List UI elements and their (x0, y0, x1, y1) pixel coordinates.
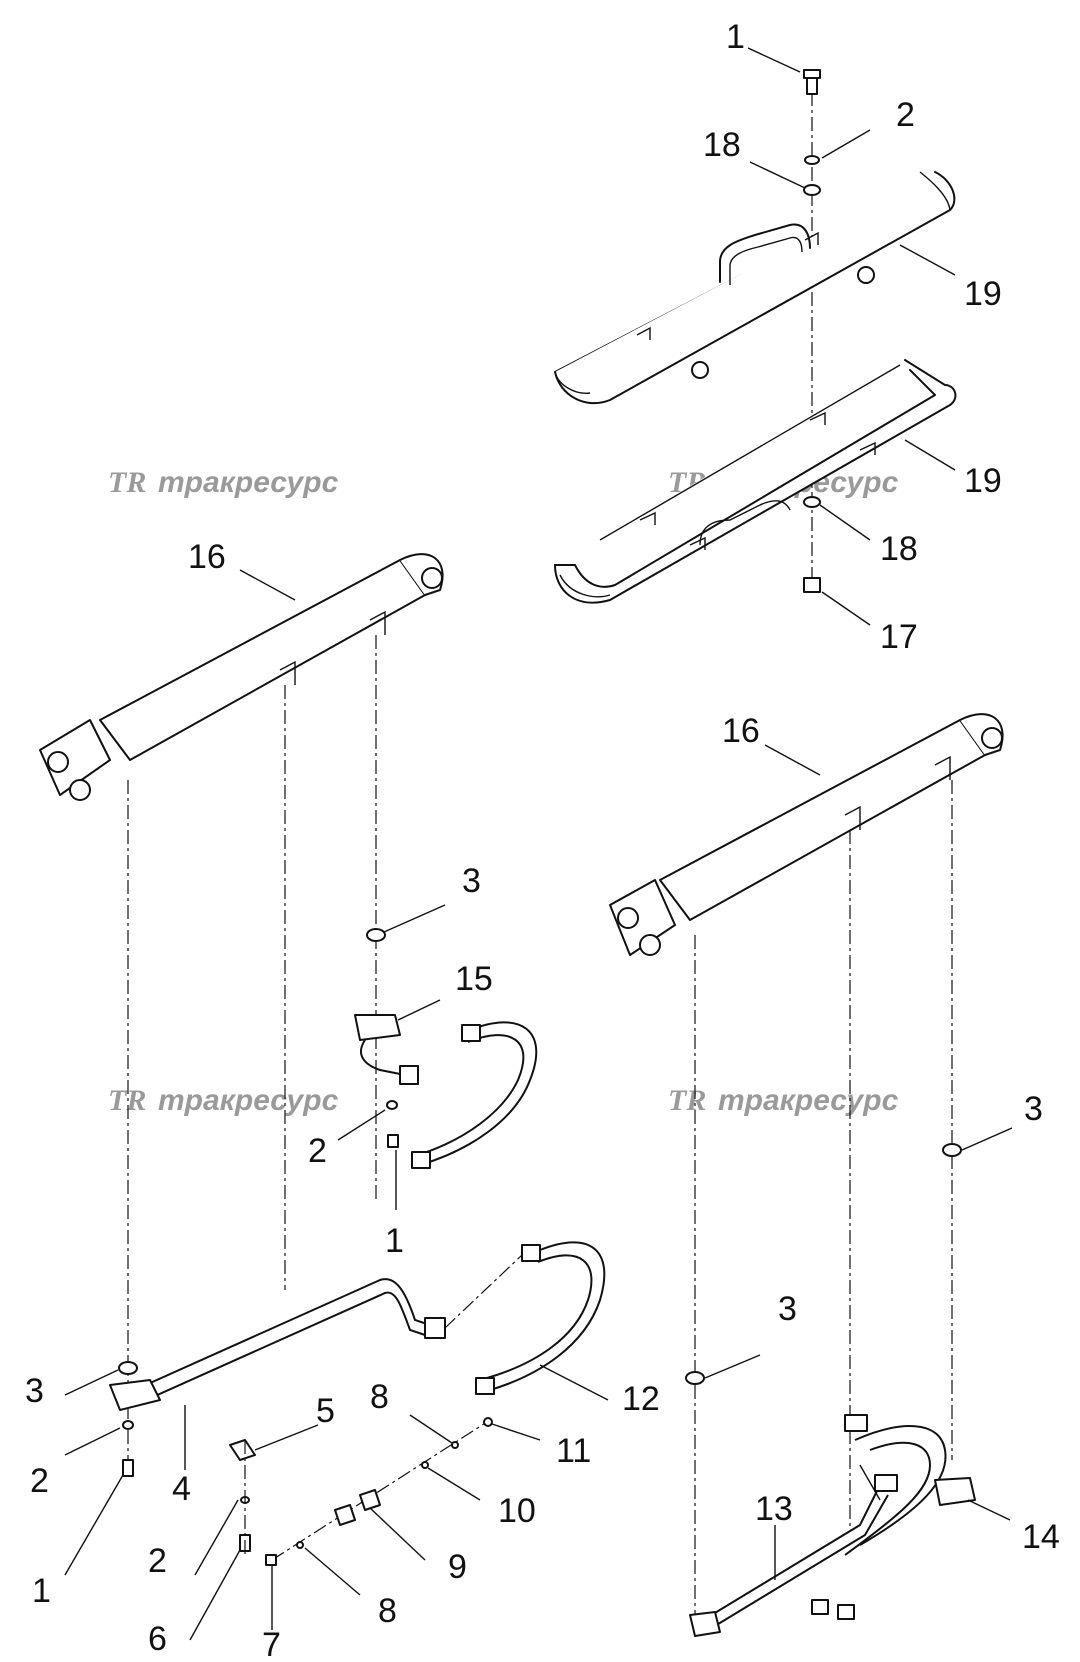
callout-3-left-upper: 3 (462, 862, 481, 900)
guard-cover-part-19-upper (554, 171, 956, 405)
nut-part-17 (803, 577, 821, 593)
watermark-text: тракресурс (718, 1084, 899, 1117)
washer-part-8-lower (296, 1541, 304, 1549)
callout-3-left-lower: 3 (25, 1372, 44, 1410)
callout-18-bottom: 18 (880, 530, 918, 568)
callout-11: 11 (556, 1432, 591, 1470)
clamp-part-5 (229, 1439, 256, 1461)
callout-5: 5 (316, 1392, 335, 1430)
callout-1-left-lower: 1 (32, 1572, 51, 1610)
callout-labels: 1 2 18 19 19 18 17 16 16 3 15 2 1 3 3 3 … (25, 18, 1060, 1662)
washer-part-2-left-lower (122, 1420, 134, 1430)
watermark-upper-left: TR тракресурс (108, 466, 339, 499)
callout-1-top: 1 (726, 18, 745, 56)
hydraulic-cylinder-part-16-left (39, 553, 444, 801)
hose-assembly-part-12 (475, 1241, 606, 1395)
callout-16-right: 16 (722, 712, 760, 750)
clamp-part-9 (334, 1489, 381, 1526)
callout-8-upper: 8 (370, 1378, 389, 1416)
callout-2-left-lower: 2 (30, 1462, 49, 1500)
o-ring-part-3-right-lower (685, 1371, 705, 1385)
callout-10: 10 (498, 1492, 536, 1530)
washer-part-2-top (804, 155, 820, 165)
nut-part-11 (483, 1417, 493, 1427)
callout-7: 7 (262, 1626, 281, 1662)
callout-8-lower: 8 (378, 1592, 397, 1630)
washer-part-10 (421, 1461, 429, 1469)
callout-15: 15 (455, 960, 493, 998)
washer-part-2-mid (386, 1100, 398, 1110)
hose-connection-line (444, 1254, 523, 1329)
callout-2-top: 2 (896, 96, 915, 134)
flange-fitting-part-15 (354, 1014, 419, 1085)
flange-fitting-part-14 (934, 1477, 976, 1506)
callout-2-bottom: 2 (148, 1542, 167, 1580)
watermark-lower-left: TR тракресурс (108, 1084, 339, 1117)
callout-12: 12 (622, 1380, 660, 1418)
callout-18-top: 18 (703, 126, 741, 164)
o-ring-part-3-left-lower (118, 1361, 138, 1375)
bolt-part-1-mid (387, 1134, 399, 1148)
bolt-part-7 (265, 1554, 277, 1566)
callout-4: 4 (172, 1470, 191, 1508)
guard-cover-part-19-lower (554, 359, 957, 604)
o-ring-part-3-right-upper (942, 1143, 962, 1157)
callout-17: 17 (880, 618, 918, 656)
watermark-logo: TR (668, 1084, 706, 1117)
callout-9: 9 (448, 1548, 467, 1586)
hydraulic-cylinder-part-16-right (609, 713, 1004, 956)
watermark-lower-right: TR тракресурс (668, 1084, 899, 1117)
o-ring-part-3-left-upper (366, 928, 386, 942)
clamp-hardware-line (271, 1419, 491, 1561)
callout-3-right-lower: 3 (778, 1290, 797, 1328)
callout-13: 13 (755, 1490, 793, 1528)
washer-part-18-top (803, 184, 821, 196)
callout-19-upper: 19 (964, 275, 1002, 313)
callout-1-mid: 1 (385, 1222, 404, 1260)
callout-2-mid: 2 (308, 1132, 327, 1170)
watermark-text: тракресурс (158, 466, 339, 499)
bolt-part-1-left-lower (122, 1459, 134, 1477)
pipe-part-4 (109, 1278, 446, 1411)
callout-3-right-upper: 3 (1024, 1090, 1043, 1128)
watermark-logo: TR (108, 466, 146, 499)
bolt-part-1-top (803, 69, 821, 95)
callout-16-left: 16 (188, 538, 226, 576)
leader-lines (64, 47, 1013, 1641)
washer-part-18-bottom (803, 496, 821, 508)
watermark-text: тракресурс (158, 1084, 339, 1117)
washer-part-8-upper (451, 1441, 459, 1449)
hose-assembly-part-15 (411, 1021, 538, 1169)
watermark-logo: TR (108, 1084, 146, 1117)
callout-14: 14 (1022, 1518, 1060, 1556)
callout-6: 6 (148, 1620, 167, 1658)
callout-19-lower: 19 (964, 462, 1002, 500)
pipe-assembly-part-13 (689, 1414, 947, 1637)
